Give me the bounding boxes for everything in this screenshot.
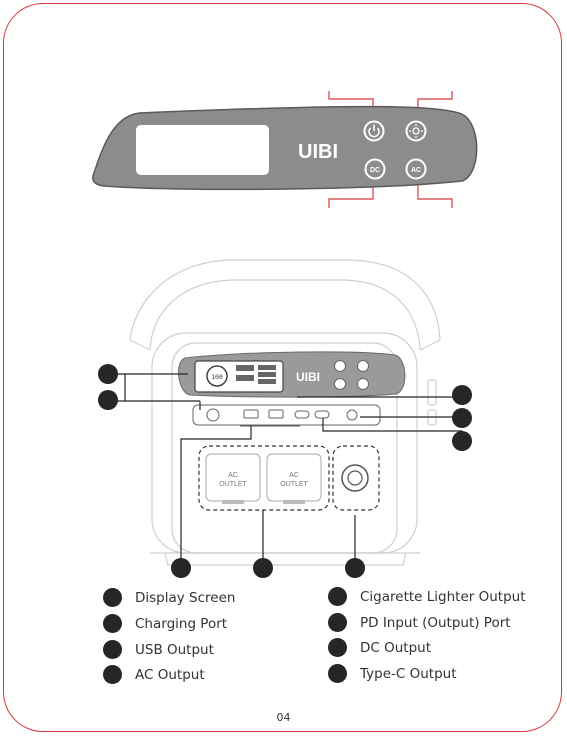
legend-label: PD Input (Output) Port xyxy=(360,615,511,631)
legend-item-ac-output: AC Output xyxy=(103,665,205,684)
legend-label: AC Output xyxy=(135,667,205,683)
dc-button-icon[interactable]: DC xyxy=(366,160,385,179)
svg-text:AC: AC xyxy=(411,167,421,174)
legend-item-charging-port: Charging Port xyxy=(103,614,227,633)
legend-dot xyxy=(328,664,347,683)
device-panel: 100 UIBI xyxy=(179,352,405,397)
legend-item-pd-port: PD Input (Output) Port xyxy=(328,613,511,632)
legend-item-display-screen: Display Screen xyxy=(103,588,235,607)
legend-label: Display Screen xyxy=(135,590,235,606)
legend-label: USB Output xyxy=(135,642,214,658)
legend-item-usb-output: USB Output xyxy=(103,640,214,659)
legend-dot xyxy=(328,587,347,606)
svg-text:AC: AC xyxy=(289,472,299,479)
legend-dot xyxy=(103,665,122,684)
power-icon[interactable] xyxy=(365,122,384,141)
svg-text:OUTLET: OUTLET xyxy=(280,481,308,488)
panel-brand: UIBI xyxy=(298,141,338,163)
handle-outer xyxy=(130,260,440,340)
callout-line-ac xyxy=(418,183,452,208)
legend-dot xyxy=(328,613,347,632)
legend-label: Charging Port xyxy=(135,616,227,632)
handle-inner xyxy=(150,280,420,350)
outlet-area: AC OUTLET AC OUTLET xyxy=(199,446,379,510)
legend-item-type-c-output: Type-C Output xyxy=(328,664,457,683)
control-panel: UIBI DC AC xyxy=(93,91,477,208)
svg-text:OUTLET: OUTLET xyxy=(219,481,247,488)
legend-dot xyxy=(103,614,122,633)
legend-dot xyxy=(103,640,122,659)
legend-item-cigarette-lighter: Cigarette Lighter Output xyxy=(328,587,526,606)
legend-label: Type-C Output xyxy=(360,666,457,682)
svg-text:UIBI: UIBI xyxy=(296,370,320,384)
page-number: 04 xyxy=(0,711,567,724)
port-strip xyxy=(193,405,380,426)
svg-text:DC: DC xyxy=(370,167,380,174)
panel-screen xyxy=(136,125,269,175)
legend-label: Cigarette Lighter Output xyxy=(360,589,526,605)
legend-label: DC Output xyxy=(360,640,431,656)
svg-text:100: 100 xyxy=(211,373,223,381)
svg-text:AC: AC xyxy=(228,472,238,479)
legend-dot xyxy=(328,638,347,657)
cigarette-frame xyxy=(333,446,379,510)
legend-dot xyxy=(103,588,122,607)
light-icon[interactable] xyxy=(407,122,426,141)
legend-item-dc-output: DC Output xyxy=(328,638,431,657)
ac-button-icon[interactable]: AC xyxy=(407,160,426,179)
